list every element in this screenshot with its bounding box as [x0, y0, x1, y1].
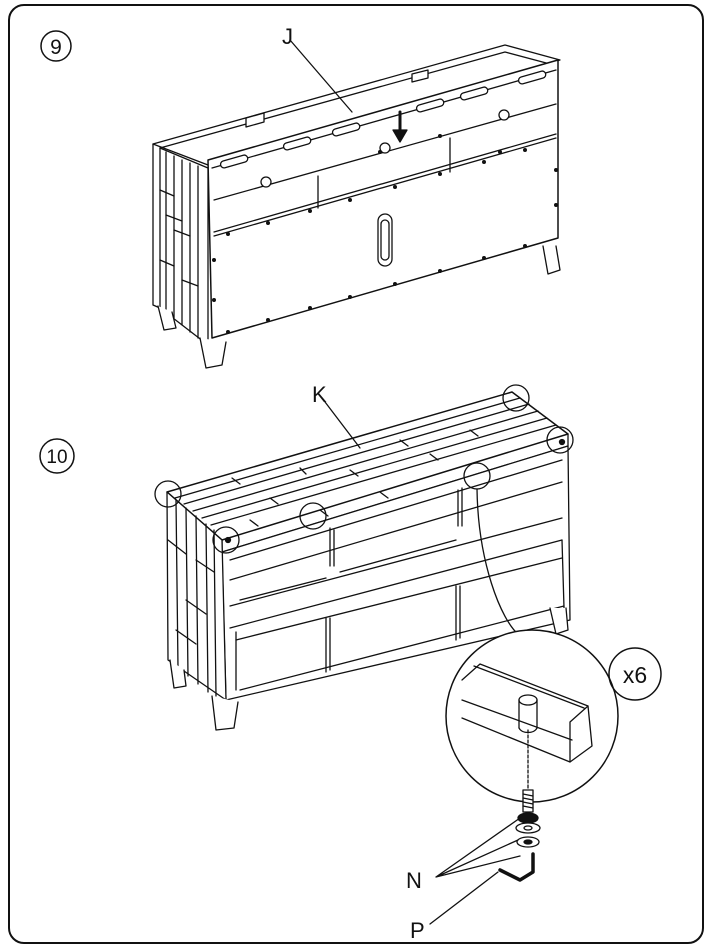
leader-line-p	[429, 871, 499, 925]
step-number: 10	[46, 447, 67, 468]
part-label-k: K	[312, 382, 327, 407]
cabinet-step-10	[154, 384, 574, 731]
page-border	[8, 4, 704, 944]
leader-line-j	[289, 39, 353, 113]
back-panel-j	[207, 59, 559, 339]
step-number: 9	[50, 36, 62, 59]
hex-key	[498, 852, 535, 882]
step-10: 10	[39, 382, 662, 943]
step-9: 9	[40, 24, 561, 369]
part-label-j: J	[282, 24, 293, 49]
bolt-and-washers	[515, 789, 541, 848]
step-number-circle	[39, 438, 75, 474]
count-badge-circle	[608, 647, 662, 701]
leader-lines-n	[435, 817, 521, 878]
detail-count: x6	[623, 662, 647, 688]
step-number-circle	[40, 30, 72, 62]
hardware-label-p: P	[410, 918, 425, 943]
hardware-label-n: N	[406, 868, 422, 893]
leader-line-k	[321, 397, 361, 449]
